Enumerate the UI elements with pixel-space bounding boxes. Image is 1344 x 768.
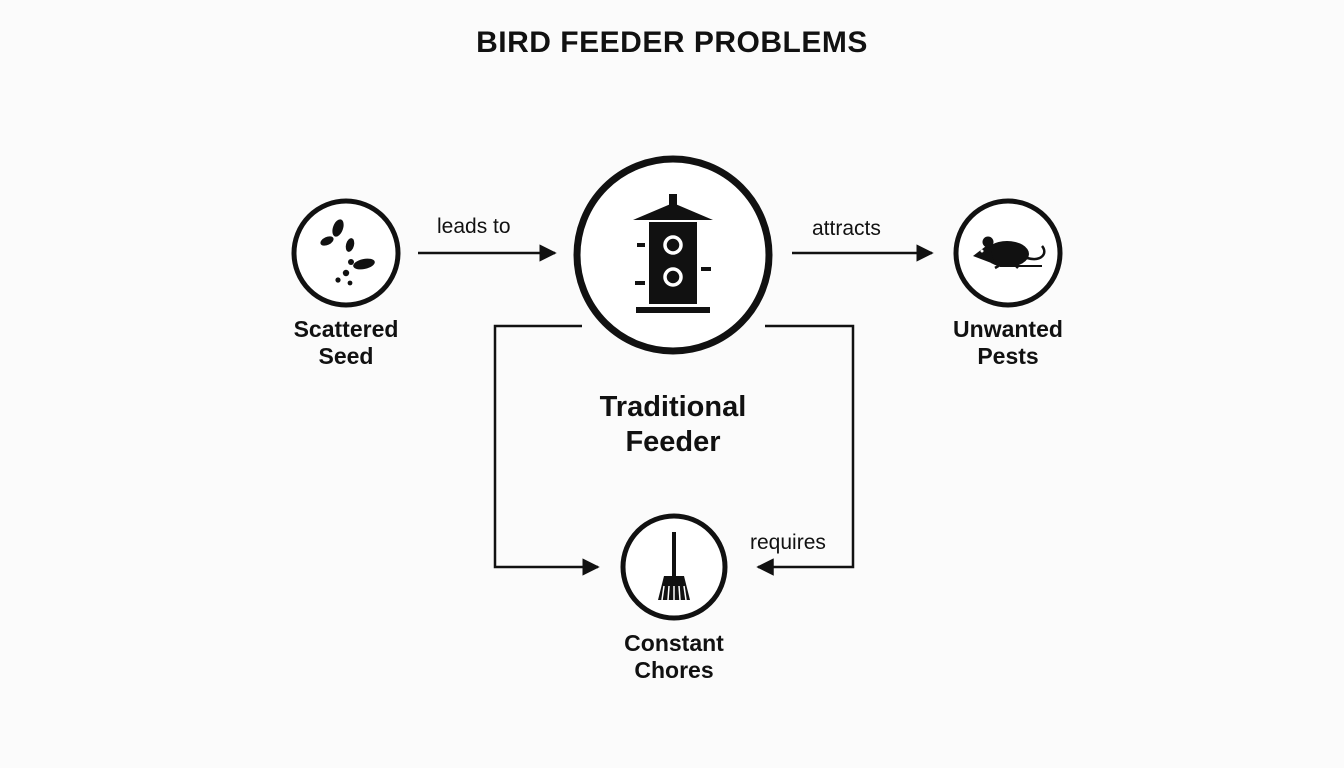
node-constant-chores xyxy=(620,513,728,621)
bird-feeder-icon xyxy=(633,194,713,313)
edge-label-leads-to: leads to xyxy=(437,215,511,238)
node-label-scattered-seed: Scattered Seed xyxy=(293,316,399,370)
broom-icon xyxy=(658,532,690,601)
edge-requires-arrow xyxy=(756,324,855,576)
node-scattered-seed xyxy=(291,198,401,308)
scattered-seed-icon xyxy=(320,219,375,286)
node-unwanted-pests xyxy=(953,198,1063,308)
rat-icon xyxy=(973,236,1046,270)
node-label-constant-chores: Constant Chores xyxy=(624,630,724,684)
node-traditional-feeder xyxy=(573,155,773,355)
diagram-title: BIRD FEEDER PROBLEMS xyxy=(476,26,868,59)
node-label-traditional-feeder: Traditional Feeder xyxy=(599,391,747,459)
edge-left-chores-arrow xyxy=(493,324,600,576)
edge-label-requires: requires xyxy=(750,531,826,554)
node-label-unwanted-pests: Unwanted Pests xyxy=(953,316,1063,370)
edge-label-attracts: attracts xyxy=(812,217,881,240)
